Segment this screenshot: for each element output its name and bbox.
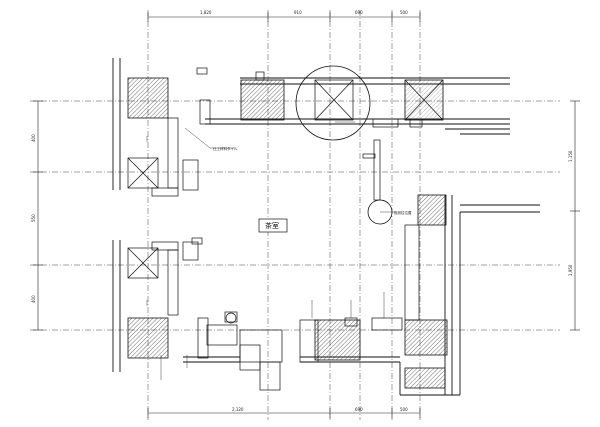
dimension-right — [570, 100, 580, 331]
dim-top-1: 1,820 — [200, 10, 212, 15]
dim-right-1: 1,150 — [568, 150, 573, 162]
dim-bottom-2: 690 — [355, 407, 363, 412]
tag-markers — [146, 136, 385, 380]
structural-columns — [127, 77, 448, 389]
grid-lines — [30, 10, 560, 420]
room-label-box — [258, 218, 288, 233]
note-existing-column: 既設柱位置 — [394, 210, 412, 215]
note-finish-material: 仕上材料タイル — [213, 146, 238, 151]
dim-bottom-3: 500 — [400, 407, 408, 412]
outer-walls — [112, 58, 540, 396]
post-markers — [127, 79, 444, 279]
dim-top-4: 500 — [400, 10, 408, 15]
dim-bottom-1: 2,120 — [232, 407, 244, 412]
dimension-bottom — [147, 408, 421, 418]
dimension-top — [147, 12, 421, 22]
leader-lines — [184, 121, 395, 213]
room-label: 茶室 — [265, 221, 279, 230]
dimension-left — [33, 100, 43, 331]
dim-top-3: 690 — [355, 10, 363, 15]
dim-top-2: 910 — [294, 10, 302, 15]
dim-right-2: 1,950 — [568, 264, 573, 276]
dim-left-1: 400 — [31, 134, 36, 142]
dim-left-2: 550 — [31, 214, 36, 222]
inner-details — [151, 67, 423, 391]
dim-left-3: 400 — [31, 295, 36, 303]
